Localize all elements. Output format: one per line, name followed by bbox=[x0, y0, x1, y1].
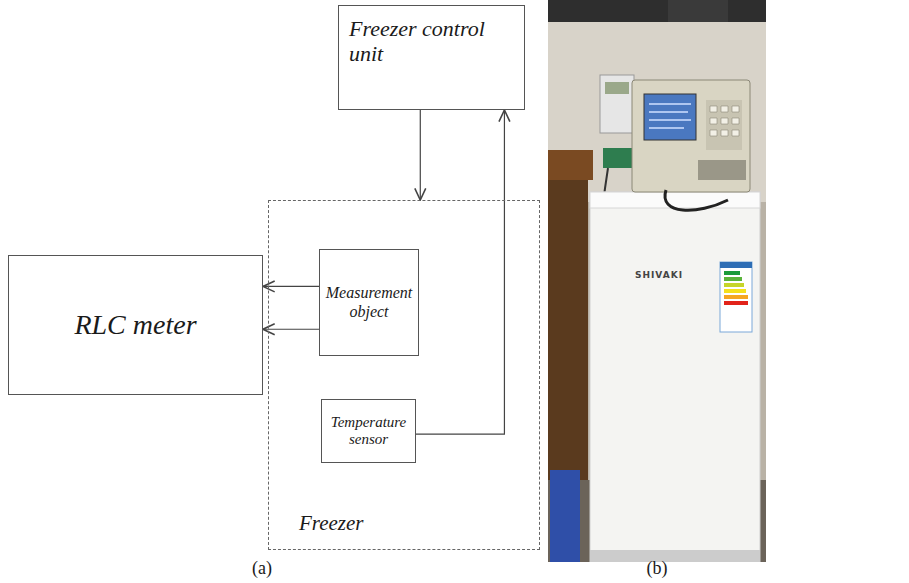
energy-label bbox=[720, 262, 752, 332]
control-unit-box: Freezer control unit bbox=[338, 5, 525, 110]
sensor-box: Temperature sensor bbox=[321, 399, 416, 463]
object-box: Measurement object bbox=[319, 249, 419, 356]
meter-fixture bbox=[698, 160, 746, 180]
node-text: RLC meter bbox=[74, 309, 196, 341]
keypad-buttons bbox=[710, 106, 739, 136]
blue-case bbox=[550, 470, 580, 562]
panel-letter: (b) bbox=[647, 558, 668, 579]
keypad bbox=[706, 100, 742, 150]
cable bbox=[665, 190, 728, 210]
brand-name: SHIVAKI bbox=[635, 270, 683, 280]
circuit-board bbox=[603, 148, 633, 168]
energy-label-header bbox=[720, 262, 752, 268]
meter-box: RLC meter bbox=[8, 255, 263, 395]
freezer-photo bbox=[548, 0, 766, 562]
energy-bar bbox=[724, 301, 748, 305]
signal-arrow bbox=[263, 286, 319, 287]
energy-bar bbox=[724, 283, 744, 287]
wall bbox=[548, 0, 766, 562]
energy-bar bbox=[724, 277, 742, 281]
energy-bar bbox=[724, 295, 748, 299]
energy-bar bbox=[724, 289, 746, 293]
rlc-meter-device bbox=[632, 80, 750, 192]
signal-arrow bbox=[416, 110, 504, 434]
small-device bbox=[600, 75, 634, 133]
table-side bbox=[548, 180, 588, 480]
small-display bbox=[605, 82, 629, 94]
screen-lines bbox=[649, 104, 691, 128]
freezer-body bbox=[590, 192, 760, 562]
meter-screen bbox=[644, 94, 696, 140]
signal-arrow bbox=[420, 110, 421, 200]
panel-letter: (a) bbox=[252, 558, 272, 579]
node-text: Freezer control unit bbox=[349, 16, 514, 67]
energy-bar bbox=[724, 271, 740, 275]
wall-panel bbox=[548, 0, 766, 22]
upper-wall bbox=[548, 22, 766, 202]
node-text: Temperature sensor bbox=[326, 414, 411, 449]
freezer-base bbox=[590, 550, 760, 562]
node-text: Freezer bbox=[299, 511, 364, 535]
freezer-region: Freezer Measurement objectTemperature sen… bbox=[268, 200, 540, 550]
signal-arrow bbox=[263, 329, 319, 330]
freezer-top bbox=[590, 192, 760, 208]
node-text: Measurement object bbox=[324, 284, 414, 321]
table-top bbox=[548, 150, 593, 180]
